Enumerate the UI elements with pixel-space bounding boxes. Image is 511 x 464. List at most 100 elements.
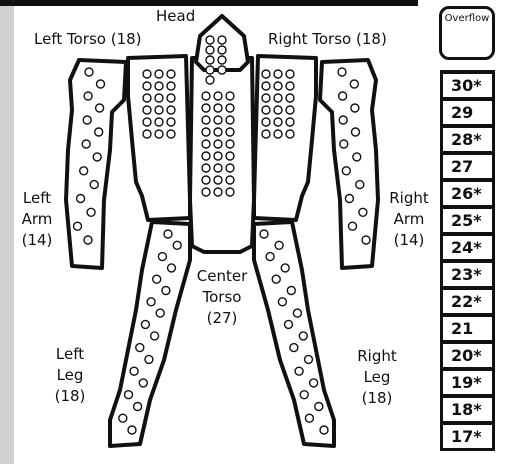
heat-scale-cell[interactable]: 18* (443, 398, 492, 421)
left-torso-armor-pip[interactable] (143, 106, 151, 114)
heat-scale-cell[interactable]: 26* (443, 182, 492, 205)
center-torso-armor-pip[interactable] (214, 116, 222, 124)
right-arm-armor-pip[interactable] (353, 153, 361, 161)
center-torso-armor-pip[interactable] (202, 188, 210, 196)
left-torso-armor-pip[interactable] (155, 106, 163, 114)
right-torso-armor-pip[interactable] (262, 118, 270, 126)
right-leg-armor-pip[interactable] (285, 320, 293, 328)
left-leg-armor-pip[interactable] (162, 287, 170, 295)
head-armor-pip[interactable] (218, 36, 226, 44)
right-arm-armor-pip[interactable] (339, 116, 347, 124)
heat-scale-cell[interactable]: 20* (443, 344, 492, 367)
center-torso-armor-pip[interactable] (226, 92, 234, 100)
head-armor-pip[interactable] (206, 76, 214, 84)
left-torso-armor-pip[interactable] (167, 70, 175, 78)
head-armor-pip[interactable] (218, 46, 226, 54)
right-torso-armor-pip[interactable] (262, 106, 270, 114)
left-torso-armor-pip[interactable] (143, 118, 151, 126)
left-leg-armor-pip[interactable] (147, 298, 155, 306)
right-leg-armor-pip[interactable] (266, 253, 274, 261)
left-arm-armor-pip[interactable] (85, 68, 93, 76)
left-torso-armor-pip[interactable] (155, 70, 163, 78)
heat-scale-cell[interactable]: 27 (443, 155, 492, 178)
right-arm-armor-pip[interactable] (338, 68, 346, 76)
center-torso-armor-pip[interactable] (226, 116, 234, 124)
left-arm-armor-pip[interactable] (97, 80, 105, 88)
left-torso-armor-pip[interactable] (167, 106, 175, 114)
right-arm-armor-pip[interactable] (362, 236, 370, 244)
left-arm-armor-pip[interactable] (93, 153, 101, 161)
right-arm-armor-pip[interactable] (342, 167, 350, 175)
center-torso-armor-pip[interactable] (214, 104, 222, 112)
left-arm-armor-pip[interactable] (74, 222, 82, 230)
right-leg-armor-pip[interactable] (310, 379, 318, 387)
left-torso-armor-pip[interactable] (143, 130, 151, 138)
right-leg-armor-pip[interactable] (260, 230, 268, 238)
right-torso-armor-pip[interactable] (274, 82, 282, 90)
right-arm-armor-pip[interactable] (345, 195, 353, 203)
right-torso-armor-pip[interactable] (286, 82, 294, 90)
left-arm-armor-pip[interactable] (83, 116, 91, 124)
right-torso-armor-pip[interactable] (262, 130, 270, 138)
center-torso-armor-pip[interactable] (202, 116, 210, 124)
heat-scale-cell[interactable]: 30* (443, 74, 492, 97)
heat-scale-cell[interactable]: 22* (443, 290, 492, 313)
left-torso-armor-pip[interactable] (167, 130, 175, 138)
right-leg-armor-pip[interactable] (278, 298, 286, 306)
center-torso-armor-pip[interactable] (214, 152, 222, 160)
right-torso-armor-pip[interactable] (286, 94, 294, 102)
right-arm-armor-pip[interactable] (340, 140, 348, 148)
center-torso-armor-pip[interactable] (202, 128, 210, 136)
left-leg-armor-pip[interactable] (164, 230, 172, 238)
right-leg-armor-pip[interactable] (281, 264, 289, 272)
heat-scale-cell[interactable]: 17* (443, 425, 492, 448)
left-leg-armor-pip[interactable] (130, 367, 138, 375)
left-arm-armor-pip[interactable] (84, 236, 92, 244)
left-leg-armor-pip[interactable] (134, 403, 142, 411)
left-arm-armor-pip[interactable] (90, 181, 98, 189)
right-torso-armor-pip[interactable] (274, 130, 282, 138)
left-torso-armor-pip[interactable] (155, 130, 163, 138)
left-leg-armor-pip[interactable] (145, 355, 153, 363)
right-arm-armor-pip[interactable] (359, 208, 367, 216)
center-torso-armor-pip[interactable] (202, 140, 210, 148)
right-torso-armor-pip[interactable] (274, 106, 282, 114)
center-torso-armor-pip[interactable] (214, 176, 222, 184)
left-leg-armor-pip[interactable] (158, 253, 166, 261)
left-leg-armor-pip[interactable] (168, 264, 176, 272)
left-arm-armor-pip[interactable] (84, 92, 92, 100)
right-torso-armor-pip[interactable] (286, 118, 294, 126)
head-armor-pip[interactable] (206, 46, 214, 54)
left-arm-armor-pip[interactable] (77, 195, 85, 203)
left-arm-armor-pip[interactable] (87, 208, 95, 216)
right-arm-armor-pip[interactable] (356, 181, 364, 189)
center-torso-armor-pip[interactable] (214, 164, 222, 172)
heat-scale-cell[interactable]: 24* (443, 236, 492, 259)
right-leg-armor-pip[interactable] (305, 414, 313, 422)
right-arm-armor-pip[interactable] (339, 92, 347, 100)
left-torso-armor-pip[interactable] (167, 82, 175, 90)
center-torso-armor-pip[interactable] (226, 128, 234, 136)
center-torso-armor-pip[interactable] (214, 128, 222, 136)
right-leg-armor-pip[interactable] (290, 344, 298, 352)
left-leg-armor-pip[interactable] (136, 344, 144, 352)
right-leg-armor-pip[interactable] (320, 426, 328, 434)
center-torso-armor-pip[interactable] (226, 140, 234, 148)
center-torso-armor-pip[interactable] (226, 104, 234, 112)
left-leg-armor-pip[interactable] (151, 332, 159, 340)
right-torso-armor-pip[interactable] (262, 82, 270, 90)
left-leg-armor-pip[interactable] (141, 320, 149, 328)
left-arm-armor-pip[interactable] (95, 128, 103, 136)
center-torso-armor-pip[interactable] (202, 92, 210, 100)
left-torso-armor-pip[interactable] (167, 118, 175, 126)
left-leg-armor-pip[interactable] (173, 241, 181, 249)
left-torso-armor-pip[interactable] (143, 70, 151, 78)
right-torso-armor-pip[interactable] (262, 94, 270, 102)
right-arm-armor-pip[interactable] (349, 222, 357, 230)
right-leg-armor-pip[interactable] (293, 309, 301, 317)
left-torso-armor-pip[interactable] (155, 82, 163, 90)
right-leg-armor-pip[interactable] (300, 391, 308, 399)
center-torso-armor-pip[interactable] (226, 188, 234, 196)
center-torso-armor-pip[interactable] (214, 188, 222, 196)
head-armor-pip[interactable] (218, 66, 226, 74)
